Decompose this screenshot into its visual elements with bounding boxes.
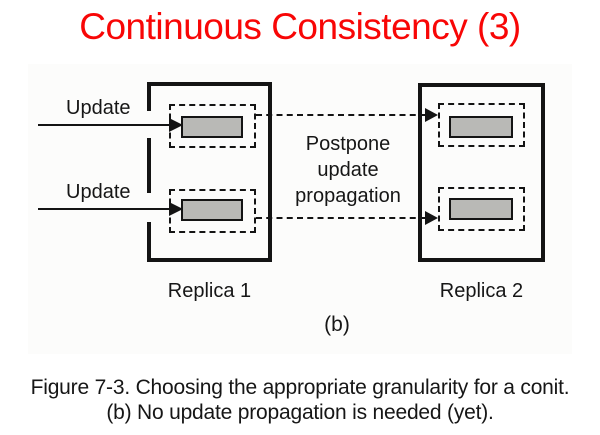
update-label-bottom: Update (66, 181, 131, 203)
update-arrow-line-top (38, 124, 171, 126)
arrowhead-icon (425, 108, 438, 122)
slide-title: Continuous Consistency (3) (79, 6, 521, 47)
arrowhead-icon (169, 118, 183, 132)
conit-dashed-box-replica2-bottom (438, 187, 525, 231)
arrowhead-icon (169, 202, 183, 216)
replica1-left-border-segment (147, 138, 151, 193)
caption-line-2: (b) No update propagation is needed (yet… (106, 401, 494, 424)
figure-caption: Figure 7-3. Choosing the appropriate gra… (0, 375, 600, 425)
data-unit-rect-replica1-bottom (181, 199, 243, 221)
replica1-label: Replica 1 (167, 280, 252, 302)
data-unit-rect-replica2-bottom (449, 198, 513, 220)
dashed-propagation-connector-bottom (256, 217, 426, 219)
update-arrow-line-bottom (38, 208, 171, 210)
replica1-left-border-segment (147, 82, 151, 111)
data-unit-rect-replica2-top (449, 116, 513, 138)
postpone-propagation-note: Postpone update propagation (295, 133, 401, 207)
replica2-box (418, 83, 545, 262)
conit-dashed-box-replica2-top (438, 103, 525, 147)
update-label-top: Update (66, 97, 131, 119)
replica1-box (147, 82, 272, 262)
subfigure-label: (b) (324, 313, 350, 336)
dashed-propagation-connector-top (256, 114, 426, 116)
arrowhead-icon (425, 211, 438, 225)
replica2-label: Replica 2 (439, 280, 524, 302)
data-unit-rect-replica1-top (181, 116, 243, 138)
figure-diagram: Update Update Postpone update propagatio… (28, 64, 572, 354)
caption-line-1: Figure 7-3. Choosing the appropriate gra… (30, 376, 570, 399)
replica1-left-border-segment (147, 222, 151, 262)
